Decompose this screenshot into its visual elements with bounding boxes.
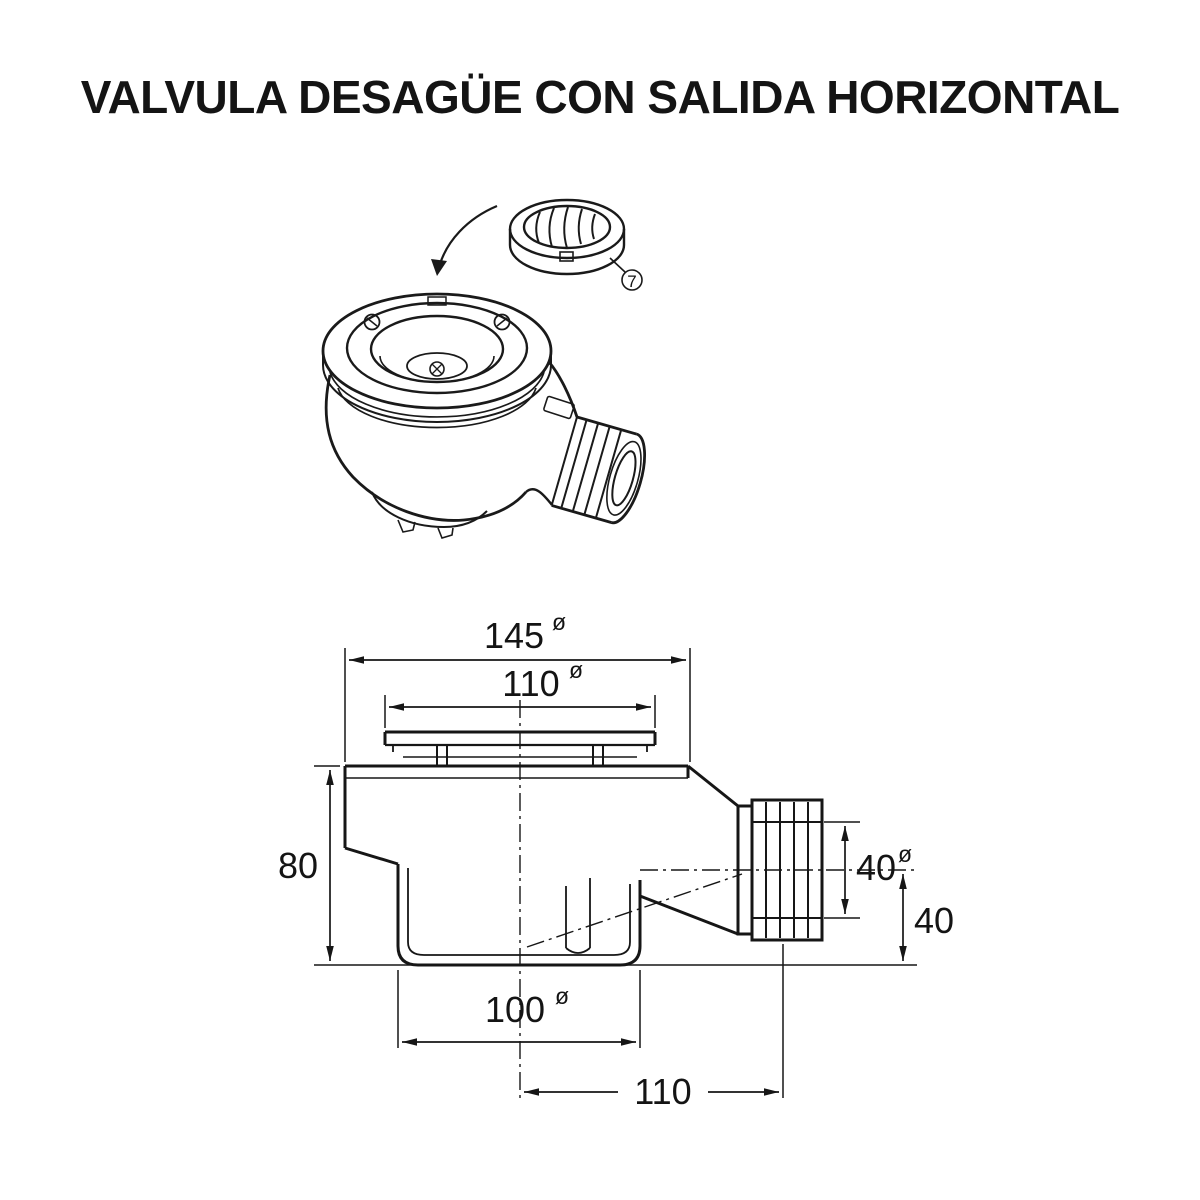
callout: 7 xyxy=(609,257,643,291)
trap-partition xyxy=(565,878,591,954)
strainer-slots xyxy=(535,206,596,249)
dimension-lines xyxy=(326,656,907,1096)
dim-body-height: 80 xyxy=(278,845,318,886)
callout-number: 7 xyxy=(627,272,636,291)
dim-outlet-axis-height: 40 xyxy=(914,900,954,941)
dim-plate-width: 110 xyxy=(502,663,559,704)
screw-icon xyxy=(493,313,511,331)
dim-outlet-diameter: 40 xyxy=(856,847,896,888)
screw-icon xyxy=(363,313,381,331)
dim-outlet-length: 110 xyxy=(634,1071,691,1112)
dimension-labels: 145 ø 110 ø 80 40 ø 40 100 ø 110 xyxy=(278,609,954,1112)
outlet-nut-perspective xyxy=(550,415,646,525)
cover-plate-section xyxy=(383,730,657,765)
page-title: VALVULA DESAGÜE CON SALIDA HORIZONTAL xyxy=(80,71,1120,123)
section-view: 145 ø 110 ø 80 40 ø 40 100 ø 110 xyxy=(278,609,954,1112)
dim-overall-width: 145 xyxy=(484,615,544,656)
valve-body-perspective xyxy=(321,292,579,539)
valve-body-section xyxy=(343,764,739,967)
outlet-nut-section xyxy=(736,798,824,942)
dim-outlet-diameter-symbol: ø xyxy=(898,841,912,867)
perspective-view: 7 xyxy=(321,198,646,539)
dim-overall-width-symbol: ø xyxy=(552,609,566,635)
assembly-arrow-icon xyxy=(431,204,498,276)
dim-cup-diameter: 100 xyxy=(485,989,545,1030)
centerlines xyxy=(519,700,917,1100)
strainer-cap xyxy=(508,198,626,276)
dim-plate-width-symbol: ø xyxy=(569,657,583,683)
dim-cup-diameter-symbol: ø xyxy=(555,983,569,1009)
extension-lines xyxy=(314,648,917,1098)
